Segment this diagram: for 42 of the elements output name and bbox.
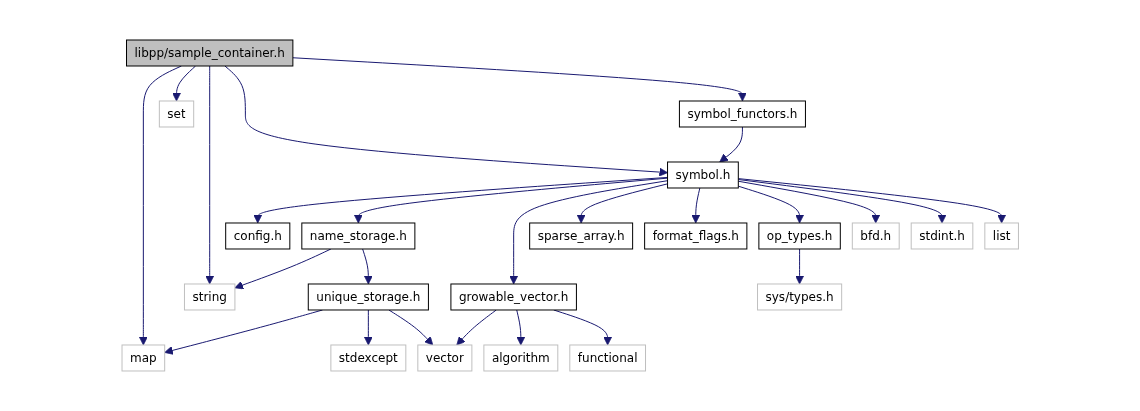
node-box: libpp/sample_container.h: [125, 39, 294, 67]
arrow: [363, 309, 373, 346]
node-box: symbol.h: [666, 161, 739, 189]
node-box: bfd.h: [851, 222, 900, 250]
node-box: stdexcept: [330, 344, 407, 372]
node-box: symbol_functors.h: [678, 100, 806, 128]
arrow: [509, 180, 668, 285]
arrow: [516, 309, 525, 346]
arrow: [353, 177, 668, 224]
node-box: vector: [417, 344, 473, 372]
arrow: [794, 248, 804, 285]
node-box: string: [183, 283, 236, 311]
arrow: [737, 180, 880, 224]
arrow: [737, 178, 1006, 224]
node-box: op_types.h: [758, 222, 841, 250]
node-box: algorithm: [483, 344, 559, 372]
arrow: [205, 65, 214, 285]
arrow: [719, 126, 743, 163]
arrow: [171, 65, 196, 102]
arrow: [253, 176, 668, 224]
node-box: name_storage.h: [301, 222, 416, 250]
arrow: [224, 65, 668, 177]
arrow: [737, 179, 947, 224]
arrow: [737, 185, 804, 224]
node-box: sys/types.h: [756, 283, 842, 311]
node-box: growable_vector.h: [450, 283, 577, 311]
arrow: [292, 57, 747, 102]
node-box: map: [121, 344, 165, 372]
node-box: set: [158, 100, 194, 128]
node-box: config.h: [224, 222, 291, 250]
arrow: [361, 248, 373, 285]
arrow: [691, 187, 701, 224]
arrow: [456, 309, 497, 346]
arrow: [576, 183, 668, 224]
arrow: [388, 309, 433, 346]
node-box: stdint.h: [910, 222, 974, 250]
arrow: [234, 248, 332, 290]
node-box: sparse_array.h: [528, 222, 633, 250]
node-box: unique_storage.h: [307, 283, 429, 311]
node-box: functional: [569, 344, 646, 372]
node-box: format_flags.h: [643, 222, 748, 250]
node-box: list: [984, 222, 1019, 250]
